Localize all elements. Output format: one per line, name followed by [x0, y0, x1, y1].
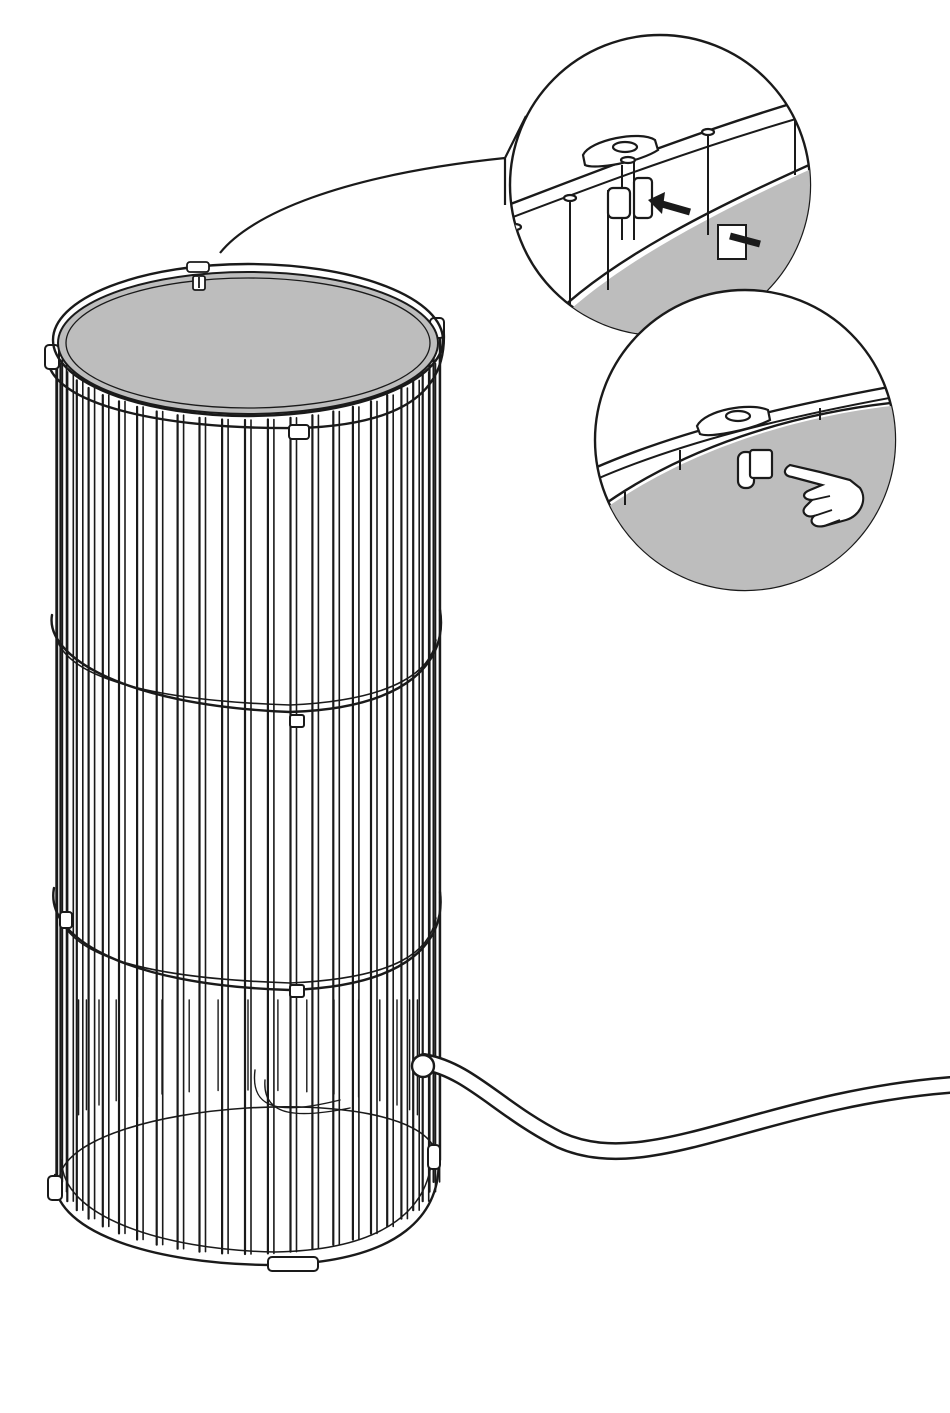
power-cord: [412, 1055, 950, 1151]
cord-grommet: [412, 1055, 434, 1077]
support-ring-lower: [53, 888, 440, 990]
support-ring-upper-inner: [57, 640, 436, 705]
bottom-ring-back: [60, 1107, 435, 1175]
inner-back-bars: [79, 1000, 418, 1115]
callout-leader-line: [220, 116, 526, 253]
support-ring-upper: [52, 610, 441, 712]
top-shade-disc: [53, 262, 443, 416]
front-cage-bars: [56, 355, 439, 1254]
bottom-rim-front: [55, 1150, 439, 1265]
press-clip-detail: [590, 290, 900, 600]
support-ring-lower-inner: [60, 918, 436, 983]
cylindrical-cage-lamp-frame: [45, 318, 444, 1271]
